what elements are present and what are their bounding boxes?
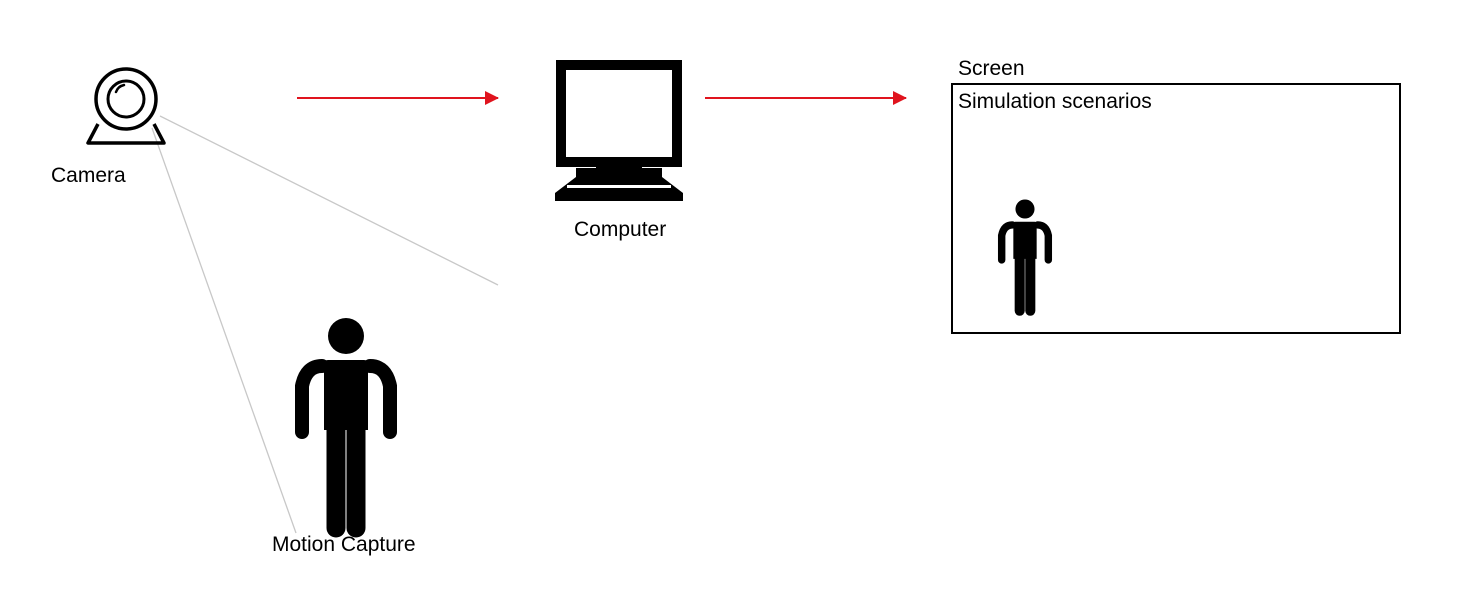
camera-sight-line-right bbox=[159, 115, 499, 286]
screen-label: Screen bbox=[958, 57, 1025, 80]
motion-capture-person-icon bbox=[295, 318, 397, 538]
desktop-computer-icon bbox=[555, 60, 683, 201]
avatar-person-icon bbox=[997, 199, 1053, 316]
camera-sight-line-down bbox=[151, 127, 297, 534]
motion-capture-label: Motion Capture bbox=[272, 533, 416, 556]
camera-label: Camera bbox=[51, 164, 126, 187]
screen-frame bbox=[951, 83, 1401, 334]
computer-label: Computer bbox=[574, 218, 667, 241]
simulation-scenarios-label: Simulation scenarios bbox=[958, 90, 1152, 113]
webcam-icon bbox=[86, 67, 166, 145]
